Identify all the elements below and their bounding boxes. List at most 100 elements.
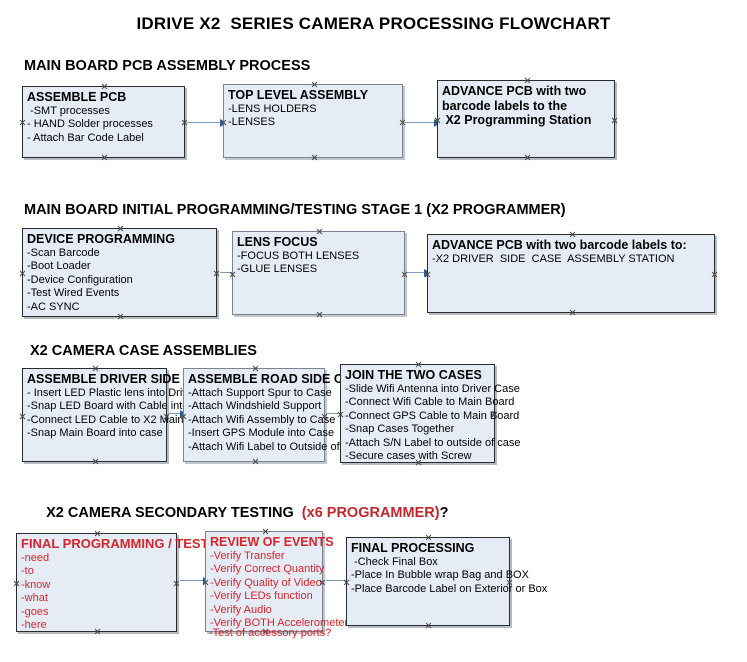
resize-handle-left[interactable] — [13, 580, 20, 587]
node-title: FINAL PROGRAMMING / TESTING — [21, 536, 232, 551]
node-line: -Verify Correct Quantity — [210, 563, 325, 575]
resize-handle-top[interactable] — [101, 83, 108, 90]
node-top-level-assembly[interactable]: TOP LEVEL ASSEMBLY -LENS HOLDERS -LENSES — [223, 84, 403, 158]
node-line: X2 Programming Station — [442, 113, 592, 127]
resize-handle-bottom[interactable] — [252, 458, 259, 465]
node-review-of-events[interactable]: REVIEW OF EVENTS -Verify Transfer -Verif… — [205, 531, 354, 632]
node-line: -goes — [21, 605, 49, 618]
resize-handle-bottom[interactable] — [117, 313, 124, 320]
resize-handle-bottom[interactable] — [316, 311, 323, 318]
resize-handle-bottom[interactable] — [311, 154, 318, 161]
connector-lens-focus-to-advance-pcb — [407, 268, 431, 277]
node-line: -Check Final Box — [351, 555, 438, 568]
resize-handle-top[interactable] — [524, 77, 531, 84]
node-advance-pcb-to-driver-side-case-station[interactable]: ADVANCE PCB with two barcode labels to: … — [427, 234, 715, 313]
node-line: -Verify LEDs function — [210, 590, 313, 602]
node-line: - Attach Bar Code Label — [27, 131, 144, 144]
node-assemble-road-side-case[interactable]: ASSEMBLE ROAD SIDE CASE -Attach Support … — [183, 365, 369, 465]
node-title: ADVANCE PCB with two — [442, 84, 587, 98]
node-title: FINAL PROCESSING — [351, 541, 475, 555]
node-advance-pcb-to-x2-programming-station[interactable]: ADVANCE PCB with two barcode labels to t… — [437, 80, 615, 158]
resize-handle-top[interactable] — [117, 225, 124, 232]
node-line: -Verify BOTH Accelerometers — [210, 617, 354, 629]
resize-handle-bottom[interactable] — [524, 154, 531, 161]
section-heading-main-board-pcb-assembly-process: MAIN BOARD PCB ASSEMBLY PROCESS — [24, 58, 311, 74]
node-line: -X2 DRIVER SIDE CASE ASSEMBLY STATION — [432, 252, 675, 265]
node-line: - HAND Solder processes — [27, 118, 153, 130]
resize-handle-left[interactable] — [19, 119, 26, 126]
node-title: TOP LEVEL ASSEMBLY — [228, 88, 369, 102]
resize-handle-left[interactable] — [19, 270, 26, 277]
node-line: - Insert LED Plastic lens into Driver Ca… — [27, 386, 227, 399]
connector-assemble-pcb-to-top-level-assembly — [187, 118, 227, 127]
node-line: barcode labels to the — [442, 98, 568, 113]
node-line: -AC SYNC — [27, 300, 80, 313]
connector-final-programming-to-review-of-events — [180, 576, 210, 585]
resize-handle-left[interactable] — [19, 413, 26, 420]
resize-handle-bottom[interactable] — [92, 458, 99, 465]
node-line: -Attach S/N Label to outside of case — [345, 436, 521, 449]
node-line: -Verify Transfer — [210, 549, 285, 562]
resize-handle-top[interactable] — [569, 231, 576, 238]
section-heading-tail: ? — [439, 505, 449, 521]
section-heading-x2-camera-case-assemblies: X2 CAMERA CASE ASSEMBLIES — [30, 343, 257, 359]
section-heading-text: X2 CAMERA SECONDARY TESTING — [46, 505, 302, 521]
node-title: ASSEMBLE ROAD SIDE CASE — [188, 372, 369, 386]
connector-road-side-to-join-cases — [327, 409, 347, 418]
node-final-processing[interactable]: FINAL PROCESSING -Check Final Box -Place… — [346, 537, 548, 629]
node-line: -Attach Wifi Assembly to Case — [188, 413, 336, 426]
connector-driver-side-to-road-side — [169, 409, 187, 418]
resize-handle-top[interactable] — [92, 365, 99, 372]
resize-handle-top[interactable] — [252, 365, 259, 372]
resize-handle-right[interactable] — [173, 580, 180, 587]
node-device-programming[interactable]: DEVICE PROGRAMMING -Scan Barcode -Boot L… — [22, 228, 217, 317]
node-assemble-driver-side-case[interactable]: ASSEMBLE DRIVER SIDE CASE - Insert LED P… — [19, 365, 227, 465]
connector-top-level-assembly-to-advance-pcb — [405, 118, 441, 127]
resize-handle-top[interactable] — [316, 228, 323, 235]
section-heading-x2-camera-secondary-testing: X2 CAMERA SECONDARY TESTING (x6 PROGRAMM… — [30, 489, 448, 537]
node-line: -know — [21, 578, 51, 591]
node-line: -Connect GPS Cable to Main Board — [345, 409, 520, 422]
node-line: -Device Configuration — [27, 273, 133, 286]
node-line: -Place Barcode Label on Exterior or Box — [351, 582, 548, 595]
resize-handle-top[interactable] — [311, 81, 318, 88]
node-line: -Test Wired Events — [27, 287, 120, 299]
node-title: ADVANCE PCB with two barcode labels to: — [432, 238, 687, 252]
node-title: ASSEMBLE PCB — [27, 90, 127, 104]
node-line: -Place In Bubble wrap Bag and BOX — [351, 569, 529, 581]
node-line: -to — [21, 565, 34, 577]
node-title: LENS FOCUS — [237, 235, 318, 249]
resize-handle-bottom[interactable] — [101, 154, 108, 161]
node-line: -Attach Support Spur to Case — [188, 386, 332, 399]
node-lens-focus[interactable]: LENS FOCUS -FOCUS BOTH LENSES -GLUE LENS… — [232, 231, 405, 315]
node-line: -Connect Wifi Cable to Main Board — [345, 396, 515, 408]
connector-review-of-events-to-final-processing — [326, 576, 354, 585]
section-heading-main-board-initial-programming: MAIN BOARD INITIAL PROGRAMMING/TESTING S… — [24, 202, 566, 218]
node-assemble-pcb[interactable]: ASSEMBLE PCB -SMT processes - HAND Solde… — [22, 86, 185, 158]
resize-handle-top[interactable] — [415, 361, 422, 368]
node-line: -Snap LED Board with Cable into Case — [27, 400, 218, 412]
node-line: -Insert GPS Module into Case — [188, 427, 335, 439]
node-title: REVIEW OF EVENTS — [210, 535, 334, 549]
node-line: -what — [21, 592, 48, 604]
section-heading-accent: (x6 PROGRAMMER) — [301, 505, 440, 521]
node-line: -Slide Wifi Antenna into Driver Case — [345, 382, 520, 395]
node-line: -Boot Loader — [27, 260, 91, 272]
resize-handle-right[interactable] — [213, 270, 220, 277]
resize-handle-bottom[interactable] — [425, 622, 432, 629]
resize-handle-right[interactable] — [711, 271, 718, 278]
node-review-of-events-overflow-line: -Test of accessory ports? — [209, 627, 332, 639]
node-line: -Attach Wifi Label to Outside of Case — [188, 440, 369, 453]
node-line: -Verify Quality of Video — [210, 576, 322, 589]
resize-handle-bottom[interactable] — [569, 309, 576, 316]
node-line: -Snap Cases Together — [345, 423, 455, 435]
node-final-programming-testing[interactable]: FINAL PROGRAMMING / TESTING -need -to -k… — [13, 533, 232, 632]
node-line: -GLUE LENSES — [237, 263, 318, 275]
node-join-the-two-cases[interactable]: JOIN THE TWO CASES -Slide Wifi Antenna i… — [340, 361, 521, 463]
node-title: ASSEMBLE DRIVER SIDE CASE — [27, 372, 219, 386]
resize-handle-right[interactable] — [611, 117, 618, 124]
node-line: -Scan Barcode — [27, 246, 100, 259]
node-line: -SMT processes — [27, 104, 110, 117]
node-line: -FOCUS BOTH LENSES — [237, 249, 360, 262]
